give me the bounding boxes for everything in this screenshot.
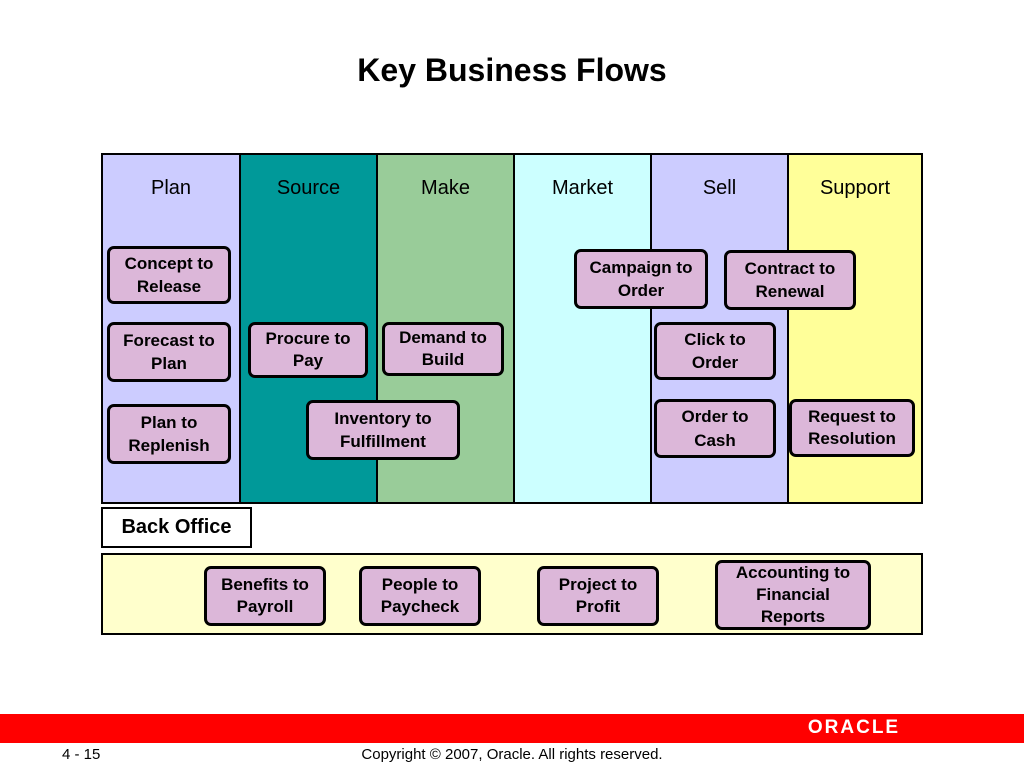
column-header-plan: Plan — [150, 177, 192, 199]
copyright-notice: Copyright © 2007, Oracle. All rights res… — [361, 746, 663, 763]
slide-title: Key Business Flows — [357, 52, 667, 88]
column-header-support: Support — [819, 177, 891, 199]
flow-campaign-to-order: Campaign to Order — [574, 249, 708, 309]
flow-contract-to-renewal: Contract to Renewal — [724, 250, 856, 310]
column-header-source: Source — [276, 177, 341, 199]
flow-request-to-resolution: Request to Resolution — [789, 399, 915, 457]
column-header-sell: Sell — [702, 177, 737, 199]
footer-bar — [0, 714, 1024, 743]
column-header-make: Make — [421, 177, 470, 199]
flow-click-to-order: Click to Order — [654, 322, 776, 380]
flow-concept-to-release: Concept to Release — [107, 246, 231, 304]
flow-forecast-to-plan: Forecast to Plan — [107, 322, 231, 382]
flow-benefits-to-payroll: Benefits to Payroll — [204, 566, 326, 626]
column-header-market: Market — [551, 177, 614, 199]
flow-inventory-to-fulfillment: Inventory to Fulfillment — [306, 400, 460, 460]
flow-demand-to-build: Demand to Build — [382, 322, 504, 376]
back-office-label: Back Office — [101, 507, 252, 548]
column-market: Market — [513, 155, 650, 502]
oracle-logo: ORACLE — [807, 717, 901, 738]
flow-order-to-cash: Order to Cash — [654, 399, 776, 458]
flow-project-to-profit: Project to Profit — [537, 566, 659, 626]
flow-accounting-to-financial-reports: Accounting to Financial Reports — [715, 560, 871, 630]
flow-plan-to-replenish: Plan to Replenish — [107, 404, 231, 464]
flow-procure-to-pay: Procure to Pay — [248, 322, 368, 378]
page-number: 4 - 15 — [62, 746, 101, 763]
flow-people-to-paycheck: People to Paycheck — [359, 566, 481, 626]
